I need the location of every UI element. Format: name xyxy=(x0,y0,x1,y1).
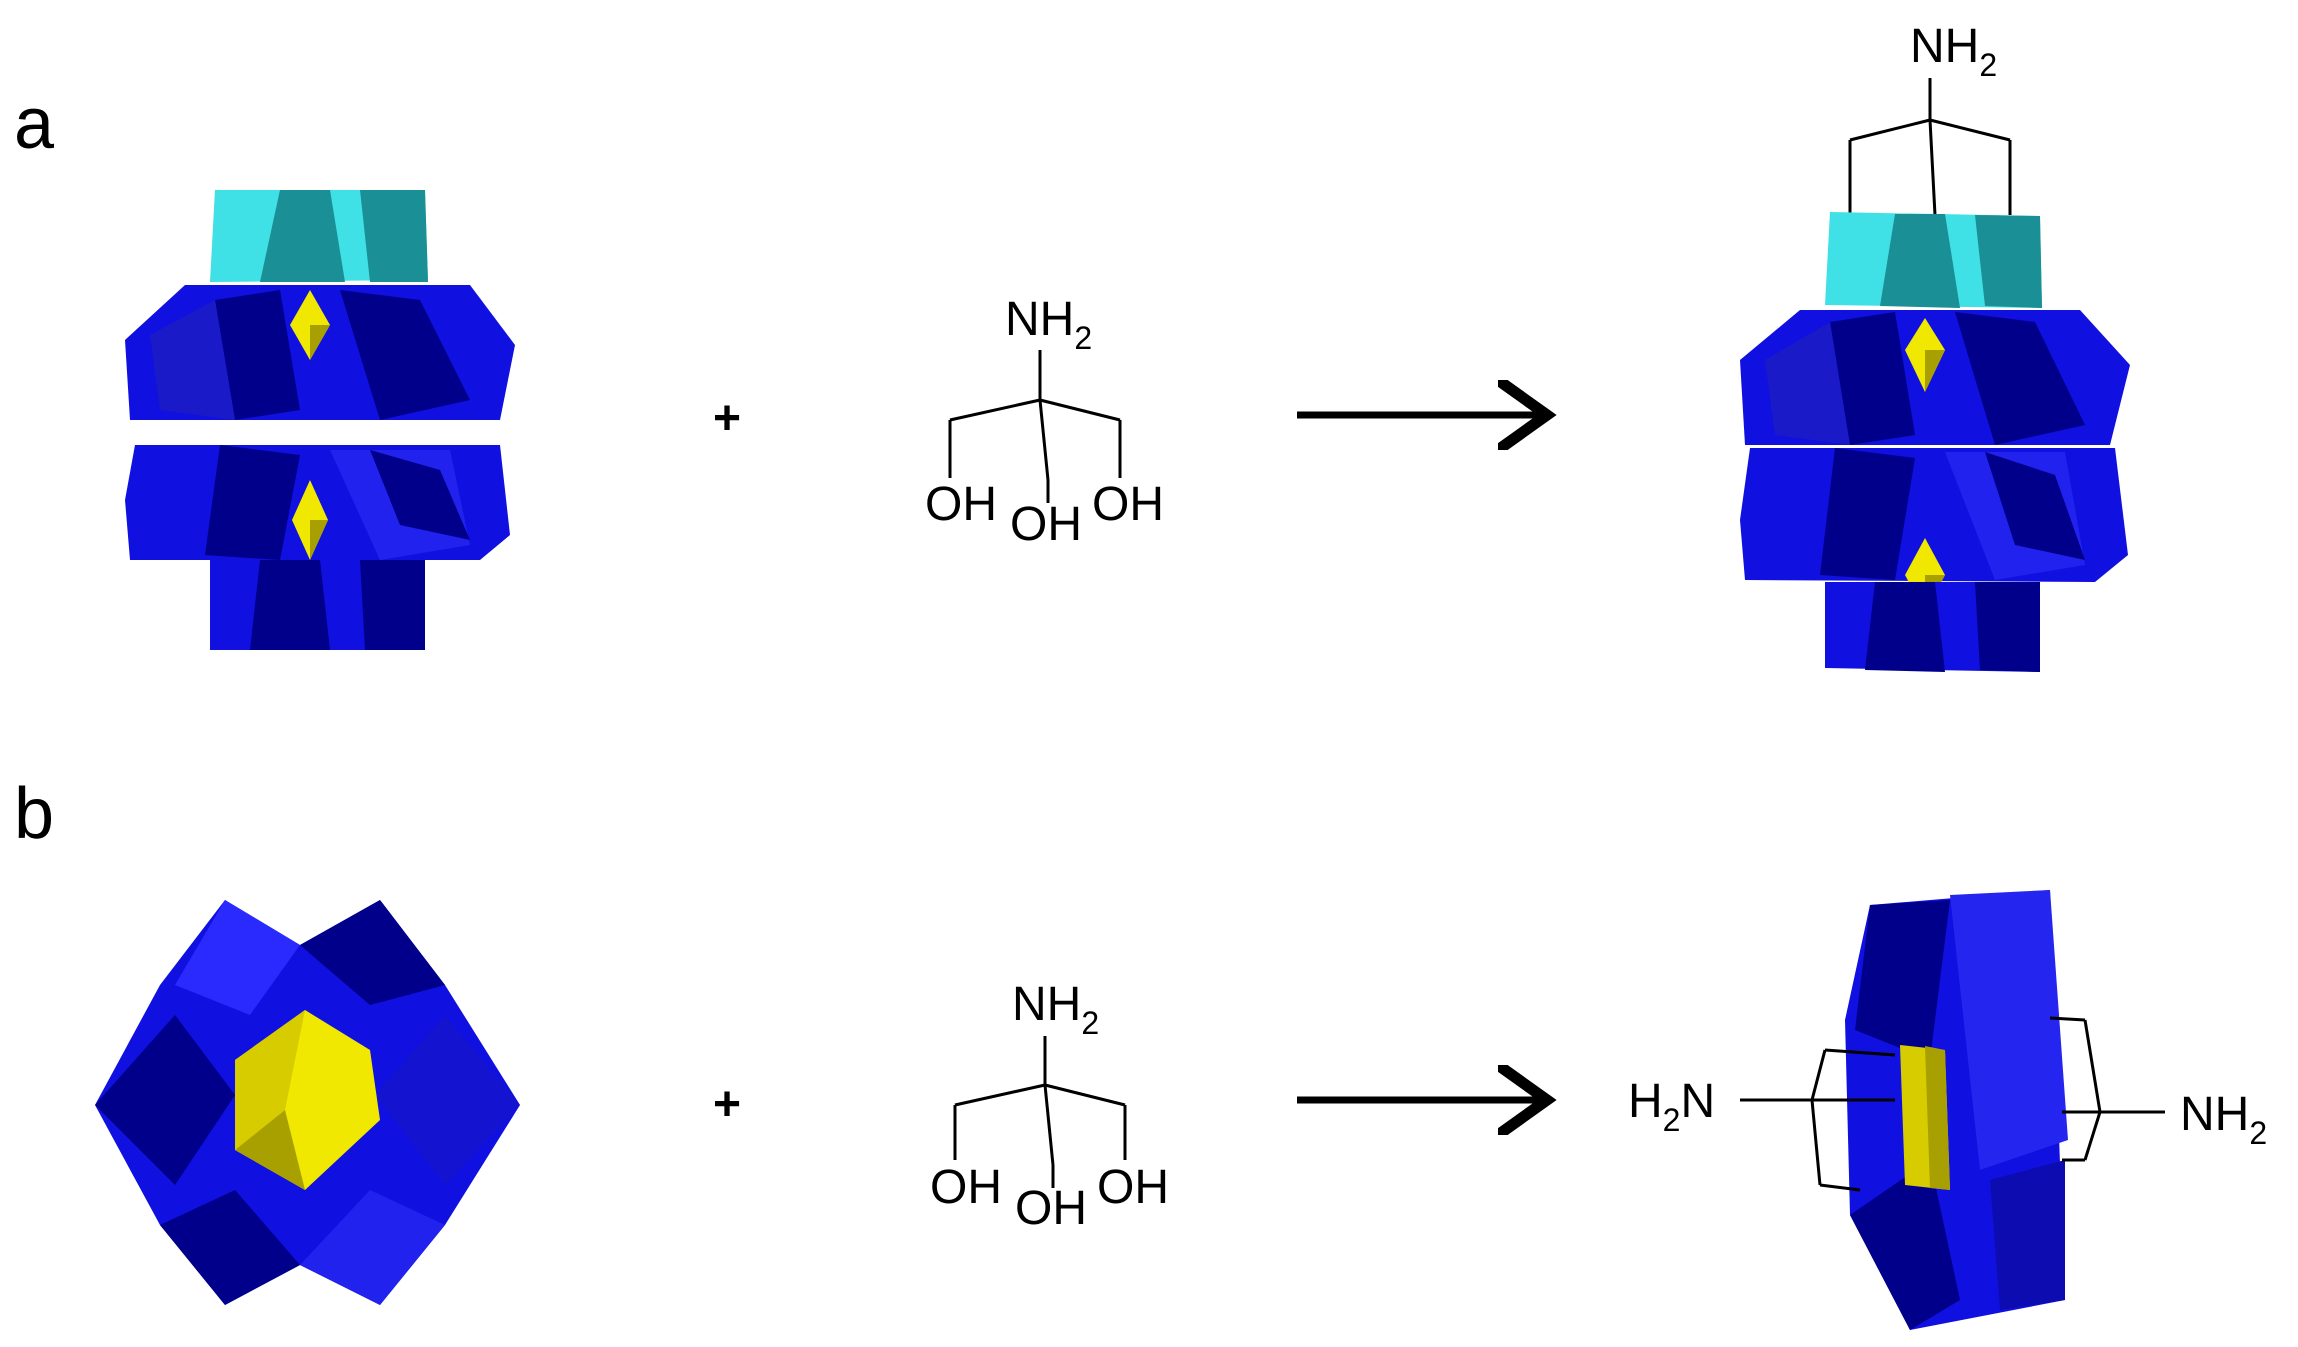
reagent-b-oh-1: OH xyxy=(930,1161,1002,1214)
product-cluster-a: NH2 xyxy=(1740,20,2130,672)
reagent-a-amine-label: NH2 xyxy=(1005,293,1092,356)
polyoxometalate-cluster-a-reactant xyxy=(125,190,515,650)
reagent-a-oh-1: OH xyxy=(925,478,997,531)
reagent-b-amine-label: NH2 xyxy=(1012,978,1099,1041)
polyoxometalate-cluster-b-reactant xyxy=(95,900,520,1305)
panel-label-a: a xyxy=(14,84,55,164)
product-cluster-b: H2N NH2 xyxy=(1628,890,2267,1330)
reagent-b-oh-2: OH xyxy=(1015,1182,1087,1235)
product-b-left-amine-label: H2N xyxy=(1628,1075,1715,1138)
product-b-right-amine-label: NH2 xyxy=(2180,1088,2267,1151)
tris-reagent-b: NH2 OH OH OH xyxy=(930,978,1169,1235)
panel-label-b: b xyxy=(14,774,55,854)
plus-sign-a: + xyxy=(713,392,741,445)
reagent-a-oh-2: OH xyxy=(1010,498,1082,551)
reagent-a-oh-3: OH xyxy=(1092,478,1164,531)
tris-reagent-a: NH2 OH OH OH xyxy=(925,293,1164,551)
product-a-amine-label: NH2 xyxy=(1910,20,1997,83)
plus-sign-b: + xyxy=(713,1078,741,1131)
reagent-b-oh-3: OH xyxy=(1097,1161,1169,1214)
